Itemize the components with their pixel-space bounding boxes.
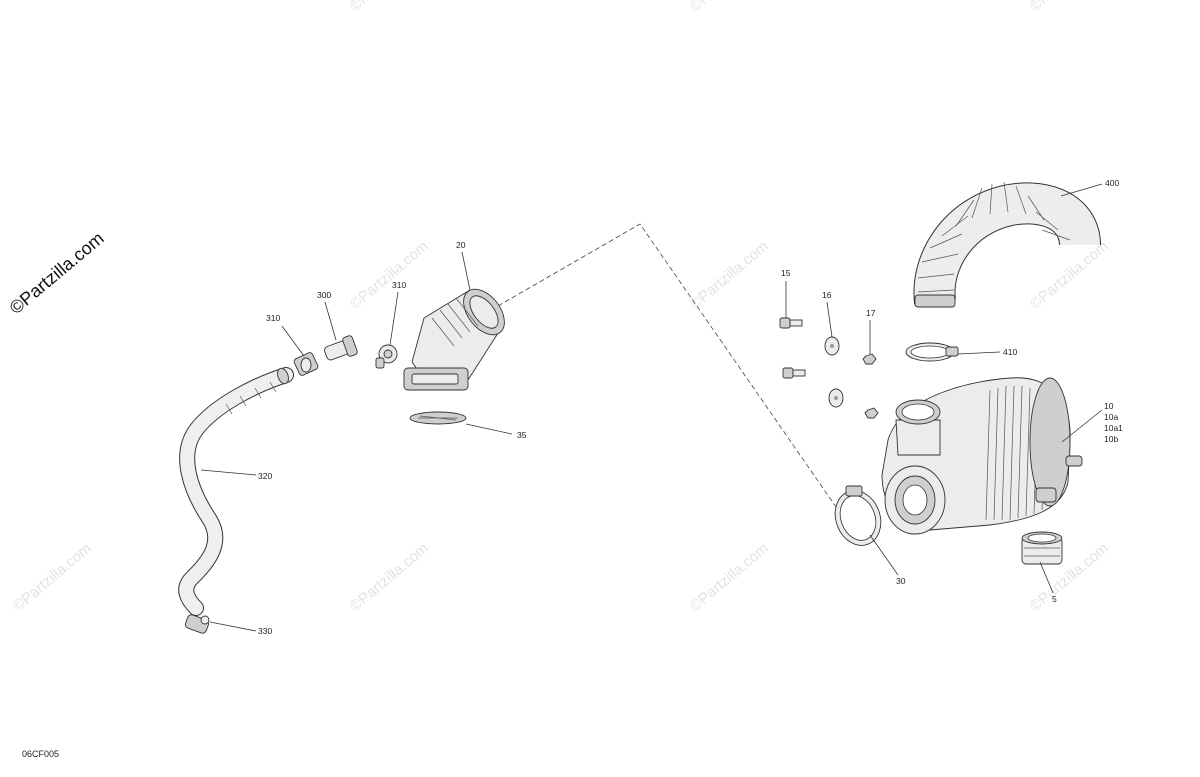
drawing-code: 06CF005 xyxy=(22,749,60,759)
clamp-410 xyxy=(905,342,959,362)
gasket-35 xyxy=(409,411,467,425)
watermark: ©Partzilla.com xyxy=(1027,238,1112,313)
callouts: 20 35 300 310 310 320 330 400 410 15 16 … xyxy=(258,178,1123,636)
watermark: ©Partzilla.com xyxy=(687,0,772,15)
watermark: ©Partzilla.com xyxy=(10,540,95,615)
watermark: ©Partzilla.com xyxy=(347,540,432,615)
clamp-30 xyxy=(834,485,882,546)
callout-30: 30 xyxy=(896,576,906,586)
callout-400: 400 xyxy=(1105,178,1119,188)
callout-300: 300 xyxy=(317,290,331,300)
callout-20: 20 xyxy=(456,240,466,250)
callout-10: 10 xyxy=(1104,401,1114,411)
callout-15: 15 xyxy=(781,268,791,278)
bolts-15 xyxy=(779,317,806,379)
callout-10a: 10a xyxy=(1104,412,1118,422)
callout-410: 410 xyxy=(1003,347,1017,357)
airbox-10 xyxy=(881,377,1083,535)
callout-5: 5 xyxy=(1052,594,1057,604)
hose-320 xyxy=(178,367,294,616)
leader-lines xyxy=(200,183,1103,632)
duct-400 xyxy=(913,181,1101,308)
washers-16 xyxy=(824,336,844,408)
callout-10a1: 10a1 xyxy=(1104,423,1123,433)
callout-35: 35 xyxy=(517,430,527,440)
watermark: ©Partzilla.com xyxy=(347,0,432,15)
callout-330: 330 xyxy=(258,626,272,636)
fitting-300 xyxy=(324,335,358,361)
callout-10b: 10b xyxy=(1104,434,1118,444)
callout-17: 17 xyxy=(866,308,876,318)
callout-310-right: 310 xyxy=(392,280,406,290)
sleeve-5 xyxy=(1021,531,1063,565)
clamp-310-left xyxy=(293,352,319,376)
nuts-17 xyxy=(862,353,879,419)
watermark: ©Partzilla.com xyxy=(687,238,772,313)
callout-16: 16 xyxy=(822,290,832,300)
callout-320: 320 xyxy=(258,471,272,481)
clamp-330 xyxy=(184,614,210,634)
boot-20 xyxy=(403,288,505,391)
callout-310-left: 310 xyxy=(266,313,280,323)
watermark: ©Partzilla.com xyxy=(347,238,432,313)
clamp-310-right xyxy=(375,344,398,369)
watermark: ©Partzilla.com xyxy=(687,540,772,615)
connection-dash-line xyxy=(497,223,853,531)
copyright-text: ©Partzilla.com xyxy=(6,228,108,318)
copyright-mark: ©Partzilla.com xyxy=(6,228,108,318)
watermark: ©Partzilla.com xyxy=(1027,0,1112,15)
